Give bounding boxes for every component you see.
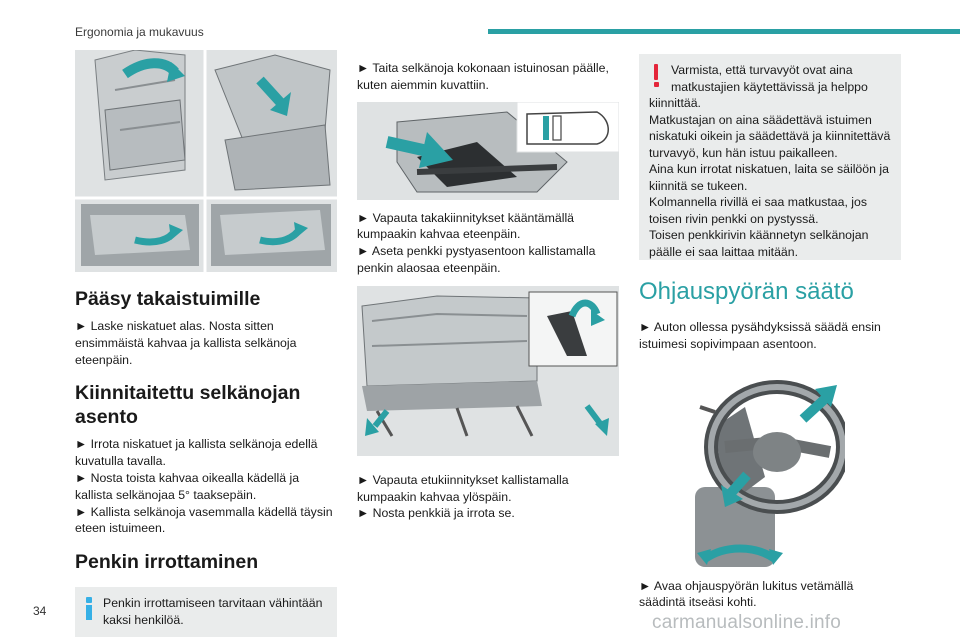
warning-line: matkustajien käytettävissä ja helppo [671,79,868,94]
heading-steering-wheel-adjustment: Ohjauspyörän säätö [639,278,854,305]
seat-upright-illustration [357,285,619,456]
paragraph-folded-backrest: ► Irrota niskatuet ja kallista selkänoja… [75,436,337,537]
watermark: carmanualsonline.info [652,612,842,633]
paragraph-release-front: ► Vapauta etukiinnitykset kallistamalla … [357,472,619,522]
warning-line: niskatuki oikein ja säädettävä ja kiinni… [649,129,891,143]
header-accent-bar [488,29,960,34]
warning-line: Toisen penkkirivin käännetyn selkänojan [649,228,869,242]
instruction-line: ► Kallista selkänoja vasemmalla kädellä … [75,504,333,536]
column-1: Pääsy takaistuimille ► Laske niskatuet a… [75,50,337,637]
instruction-line: ► Auton ollessa pysähdyksissä säädä ensi… [639,320,881,351]
heading-seat-removal: Penkin irrottaminen [75,551,259,574]
instruction-line: ► Nosta penkkiä ja irrota se. [357,506,515,521]
warning-line: Varmista, että turvavyöt ovat aina [671,63,853,77]
seat-upright-drawing [357,285,619,456]
instruction-line: ► Vapauta etukiinnitykset kallistamalla … [357,472,569,504]
instruction-line: ► Taita selkänoja kokonaan istuinosan pä… [357,61,609,92]
warning-line: turvavyö, kun hän istuu paikalleen. [649,145,838,160]
warning-line: kiinnittää. [649,96,701,110]
warning-line: toisen rivin penkki on pystyssä. [649,211,819,226]
instruction-line: ► Irrota niskatuet ja kallista selkänoja… [75,437,318,469]
warning-line: kiinnitä se tukeen. [649,178,748,193]
paragraph-release-rear: ► Vapauta takakiinnitykset kääntämällä k… [357,210,619,277]
instruction-line: ► Aseta penkki pystyasentoon kallistamal… [357,244,596,275]
warning-icon [652,64,660,88]
warning-line: päälle ei saa laittaa mitään. [649,244,799,259]
paragraph-steering-first: ► Auton ollessa pysähdyksissä säädä ensi… [639,319,901,353]
info-text: Penkin irrottamiseen tarvitaan vähintään… [103,596,323,627]
instruction-line: ► Avaa ohjauspyörän lukitus vetämällä sä… [639,578,854,610]
paragraph-steering-unlock: ► Avaa ohjauspyörän lukitus vetämällä sä… [639,578,901,612]
instruction-line: ► Nosta toista kahvaa oikealla kädellä j… [75,470,300,502]
warning-line: Matkustajan on aina säädettävä istuimen [649,112,872,127]
warning-line: Kolmannella rivillä ei saa matkustaa, jo… [649,195,868,209]
instruction-line: ► Vapauta takakiinnitykset kääntämällä k… [357,210,575,242]
seat-folding-drawing [75,50,337,272]
paragraph-fold-backrest: ► Taita selkänoja kokonaan istuinosan pä… [357,60,619,94]
page-number: 34 [33,604,47,618]
info-icon [85,597,93,621]
warning-box-seatbelts: Varmista, että turvavyöt ovat aina matku… [639,54,901,260]
steering-wheel-illustration [685,367,850,572]
seat-folding-illustration [75,50,337,272]
column-3: Varmista, että turvavyöt ovat aina matku… [639,50,901,611]
instruction-line: ► Laske niskatuet alas. Nosta sitten ens… [75,319,297,367]
header-section-title: Ergonomia ja mukavuus [75,25,204,39]
column-2: ► Taita selkänoja kokonaan istuinosan pä… [357,50,619,522]
steering-wheel-drawing [695,379,850,567]
rear-fastening-illustration [357,101,619,200]
info-box-seat-removal: Penkin irrottamiseen tarvitaan vähintään… [75,587,337,637]
heading-access-rear-seats: Pääsy takaistuimille [75,288,261,310]
heading-folded-backrest-position: Kiinnitaitettu selkänojan asento [75,382,301,429]
warning-line: Aina kun irrotat niskatuen, laita se säi… [649,162,889,176]
paragraph-access-rear-seats: ► Laske niskatuet alas. Nosta sitten ens… [75,318,337,368]
rear-fastening-drawing [357,101,619,200]
